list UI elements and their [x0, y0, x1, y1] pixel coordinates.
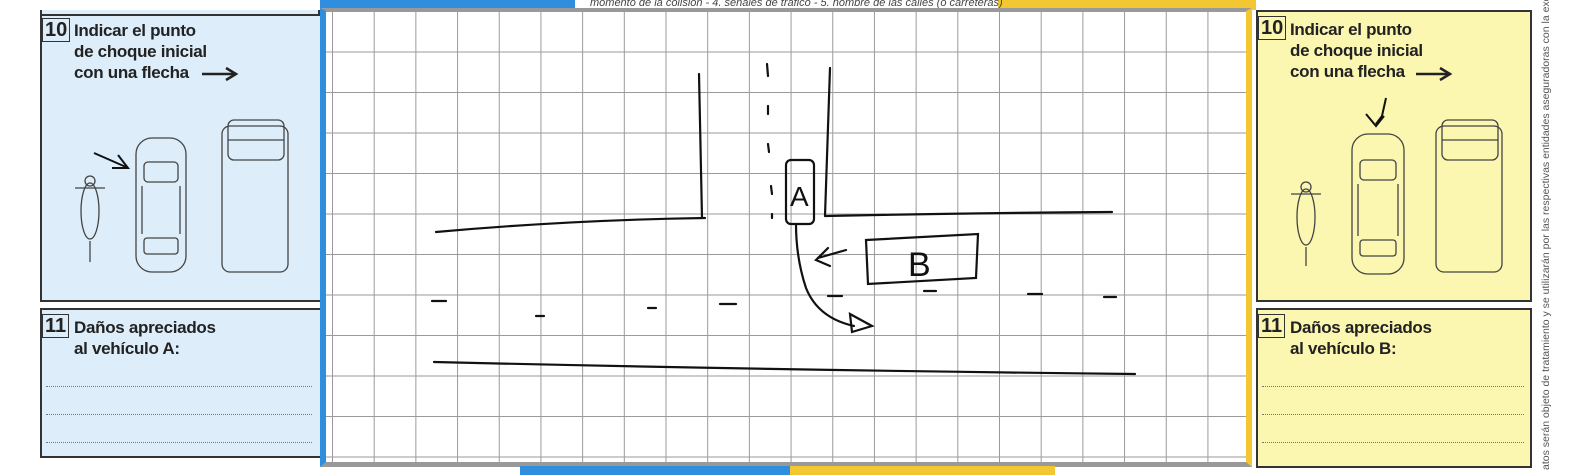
vehicle-b-diagrams[interactable] [1258, 12, 1532, 302]
bottom-yellow-bar [790, 466, 1055, 475]
truck-icon [221, 119, 289, 273]
section-10-number-b: 10 [1258, 16, 1287, 40]
vehicle-b-impact-box: 10 Indicar el punto de choque inicial co… [1256, 10, 1532, 302]
vehicle-a-diagrams[interactable] [42, 16, 322, 302]
damage-line-a-2[interactable] [46, 414, 312, 415]
section-11-heading-a: Daños apreciados al vehículo A: [74, 318, 216, 358]
section-10-heading-b: Indicar el punto de choque inicial con u… [1290, 20, 1423, 81]
damage-line-b-1[interactable] [1262, 386, 1524, 387]
accident-sketch-drawing: A B [430, 62, 1137, 376]
section-11-heading-b: Daños apreciados al vehículo B: [1290, 318, 1432, 358]
trajectory-a [794, 222, 856, 328]
vehicle-b-sketch-box [864, 232, 980, 286]
top-blue-bar [320, 0, 575, 10]
heading-arrow-icon [202, 66, 239, 82]
road-edge-bottom [432, 360, 1137, 376]
impact-arrow-icon [1365, 97, 1387, 128]
vehicle-b-damage-box: 11 Daños apreciados al vehículo B: [1256, 308, 1532, 468]
damage-line-b-3[interactable] [1262, 442, 1524, 443]
arrow-to-a [816, 248, 848, 260]
vehicle-a-impact-box: 10 Indicar el punto de choque inicial co… [40, 14, 322, 302]
top-instruction-note: momento de la colisión - 4. señales de t… [590, 0, 1003, 9]
car-icon [1351, 133, 1405, 275]
top-yellow-bar [998, 0, 1256, 10]
road-edge-right-vertical [823, 66, 832, 218]
road-edge-top-left [434, 216, 707, 234]
damage-line-a-3[interactable] [46, 442, 312, 443]
section-11-number-b: 11 [1258, 314, 1286, 338]
heading-arrow-icon [1416, 66, 1453, 82]
vehicle-a-sketch-box [784, 158, 816, 226]
section-10-heading-a: Indicar el punto de choque inicial con u… [74, 21, 207, 82]
sketch-label-b: B [908, 246, 931, 284]
legal-side-text: atos serán objeto de tratamiento y se ut… [1540, 0, 1552, 470]
sketch-label-a: A [790, 181, 809, 212]
damage-line-b-2[interactable] [1262, 414, 1524, 415]
car-icon [135, 137, 187, 273]
motorcycle-icon [75, 175, 105, 262]
section-11-number-a: 11 [42, 314, 70, 338]
accident-sketch-grid[interactable] [320, 8, 1252, 467]
impact-arrow-icon [93, 152, 131, 169]
road-edge-left-vertical [697, 72, 704, 220]
truck-icon [1435, 119, 1503, 273]
bottom-blue-bar [520, 466, 790, 475]
section-10-number-a: 10 [42, 18, 71, 42]
vehicle-a-damage-box: 11 Daños apreciados al vehículo A: [40, 308, 322, 458]
motorcycle-icon [1291, 181, 1321, 266]
damage-line-a-1[interactable] [46, 386, 312, 387]
road-edge-top-right [823, 210, 1114, 218]
